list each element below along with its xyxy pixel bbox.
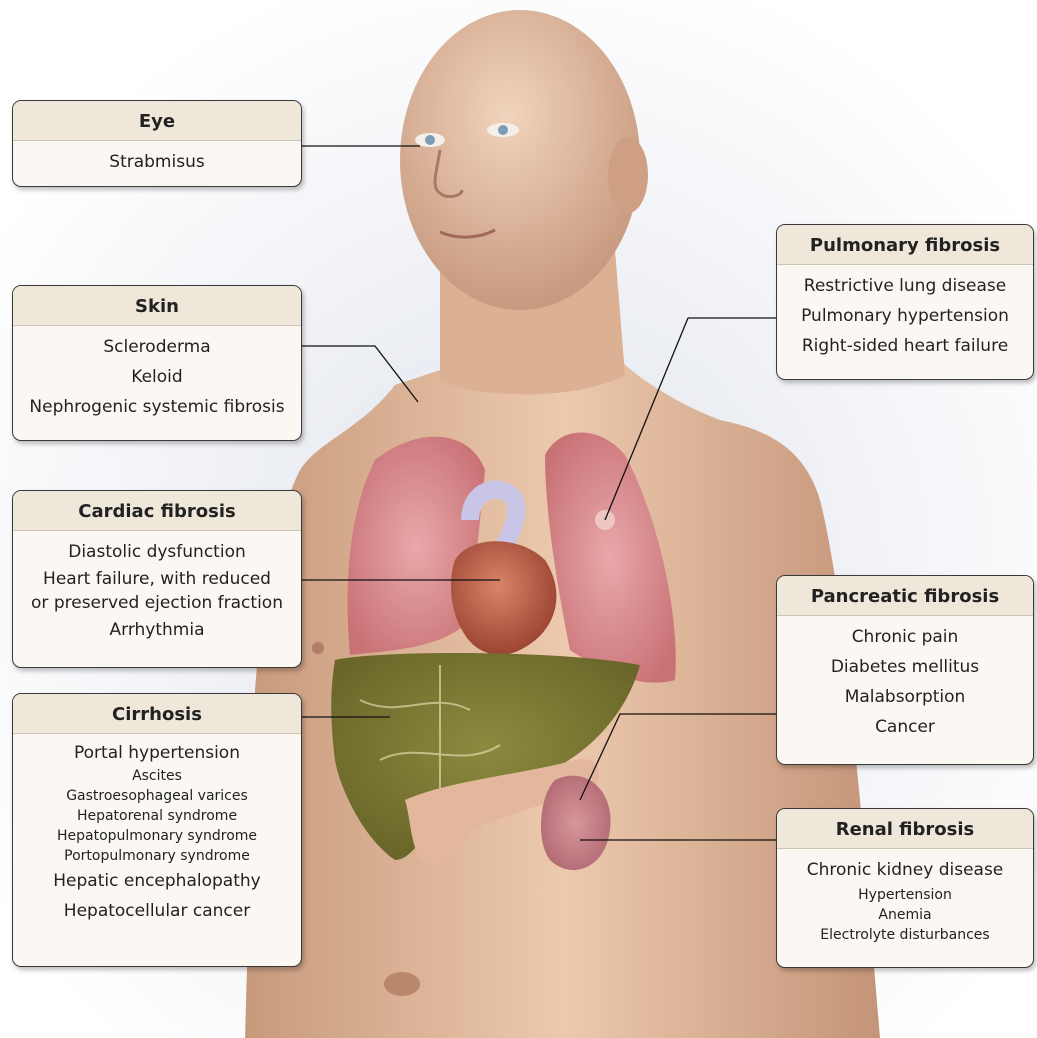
cirrhosis-item: Portal hypertension xyxy=(19,740,295,766)
pancreatic-item: Malabsorption xyxy=(783,682,1027,712)
cirrhosis-subitem: Hepatorenal syndrome xyxy=(19,806,295,826)
pulmonary-callout: Pulmonary fibrosis Restrictive lung dise… xyxy=(776,224,1034,380)
left-iris xyxy=(498,125,508,135)
skin-item: Nephrogenic systemic fibrosis xyxy=(19,392,295,422)
eye-title: Eye xyxy=(13,101,301,141)
renal-subitem: Anemia xyxy=(783,905,1027,925)
cardiac-title: Cardiac fibrosis xyxy=(13,491,301,531)
renal-subitem: Electrolyte disturbances xyxy=(783,925,1027,945)
renal-item: Chronic kidney disease xyxy=(783,855,1027,885)
cirrhosis-subitem: Hepatopulmonary syndrome xyxy=(19,826,295,846)
eye-item: Strabmisus xyxy=(19,147,295,177)
cirrhosis-title: Cirrhosis xyxy=(13,694,301,734)
head xyxy=(400,10,640,310)
navel xyxy=(384,972,420,996)
cardiac-item: Heart failure, with reduced xyxy=(19,567,295,591)
cirrhosis-subitem: Portopulmonary syndrome xyxy=(19,846,295,866)
pancreatic-callout: Pancreatic fibrosis Chronic pain Diabete… xyxy=(776,575,1034,765)
cardiac-callout: Cardiac fibrosis Diastolic dysfunction H… xyxy=(12,490,302,668)
renal-title: Renal fibrosis xyxy=(777,809,1033,849)
renal-subitem: Hypertension xyxy=(783,885,1027,905)
pulmonary-title: Pulmonary fibrosis xyxy=(777,225,1033,265)
cirrhosis-item: Hepatic encephalopathy xyxy=(19,866,295,896)
nipple xyxy=(312,642,324,654)
skin-item: Keloid xyxy=(19,362,295,392)
pulmonary-item: Right-sided heart failure xyxy=(783,331,1027,361)
cirrhosis-subitem: Gastroesophageal varices xyxy=(19,786,295,806)
cardiac-item: or preserved ejection fraction xyxy=(19,591,295,615)
pancreatic-title: Pancreatic fibrosis xyxy=(777,576,1033,616)
cirrhosis-subitem: Ascites xyxy=(19,766,295,786)
cardiac-item: Arrhythmia xyxy=(19,615,295,645)
ear xyxy=(608,137,648,213)
right-iris xyxy=(425,135,435,145)
eye-callout: Eye Strabmisus xyxy=(12,100,302,187)
renal-callout: Renal fibrosis Chronic kidney disease Hy… xyxy=(776,808,1034,968)
cirrhosis-item: Hepatocellular cancer xyxy=(19,896,295,926)
pancreatic-item: Cancer xyxy=(783,712,1027,742)
skin-item: Scleroderma xyxy=(19,332,295,362)
cirrhosis-callout: Cirrhosis Portal hypertension Ascites Ga… xyxy=(12,693,302,967)
skin-title: Skin xyxy=(13,286,301,326)
pulmonary-item: Restrictive lung disease xyxy=(783,271,1027,301)
kidney xyxy=(541,776,611,870)
pancreatic-item: Diabetes mellitus xyxy=(783,652,1027,682)
pulmonary-item: Pulmonary hypertension xyxy=(783,301,1027,331)
cardiac-item: Diastolic dysfunction xyxy=(19,537,295,567)
pancreatic-item: Chronic pain xyxy=(783,622,1027,652)
skin-callout: Skin Scleroderma Keloid Nephrogenic syst… xyxy=(12,285,302,441)
